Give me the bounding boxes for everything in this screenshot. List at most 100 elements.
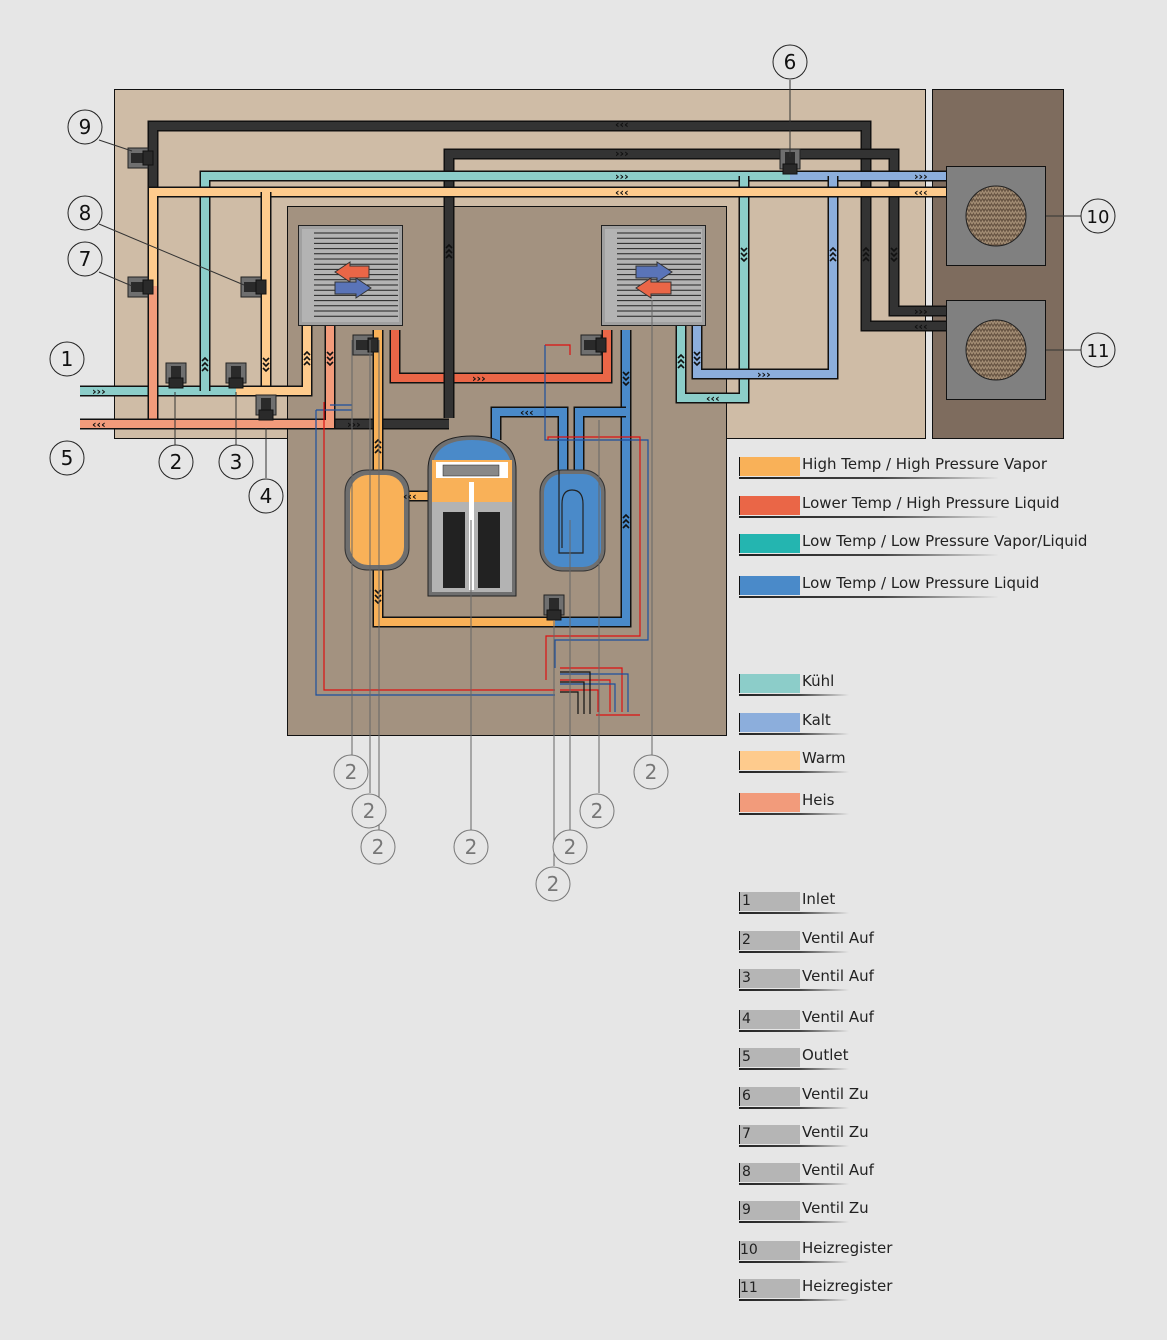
valve-7-icon[interactable] <box>127 276 154 298</box>
valve-3-icon[interactable] <box>225 362 247 389</box>
legend-label: Low Temp / Low Pressure Vapor/Liquid <box>802 532 1088 550</box>
flow-arrow-icon: ››› <box>914 170 928 183</box>
heat-transfer-left-arrow-icon <box>334 261 370 283</box>
legend-item: 11 Heizregister <box>739 1275 1079 1303</box>
valve-bypass-icon[interactable] <box>543 594 565 621</box>
flow-arrow-icon: ‹‹‹ <box>403 490 417 503</box>
flow-arrow-icon <box>445 243 453 259</box>
flow-arrow-icon <box>693 351 701 367</box>
flow-arrow-icon: ››› <box>92 385 106 398</box>
callout-number: 11 <box>1087 341 1110 362</box>
callout-number: 6 <box>784 50 797 74</box>
heat-transfer-left-arrow-icon <box>635 277 672 299</box>
callout-leaders <box>98 80 1082 478</box>
legend-label: Heizregister <box>802 1277 893 1295</box>
flow-arrow-icon <box>262 357 270 373</box>
callout-10: 10 <box>1080 198 1116 234</box>
valve-expansion-right-icon[interactable] <box>580 334 607 356</box>
valve-6-icon[interactable] <box>779 148 801 175</box>
legend-swatch <box>739 496 800 515</box>
flow-arrow-icon: ››› <box>615 147 629 160</box>
legend-swatch <box>739 576 800 595</box>
legend-item: Warm <box>739 747 1079 775</box>
heat-exchanger-condenser <box>298 225 403 326</box>
valve-4-icon[interactable] <box>255 394 277 421</box>
pipe-heis <box>80 286 336 430</box>
flow-arrow-icon: ‹‹‹ <box>615 118 629 131</box>
flow-arrow-icon <box>740 247 748 263</box>
legend-number: 11 <box>740 1280 758 1296</box>
legend-label: Heis <box>802 791 835 809</box>
callout-number: 3 <box>230 450 243 474</box>
callout-5: 5 <box>49 440 85 476</box>
flow-arrow-icon: ‹‹‹ <box>520 406 534 419</box>
valve-8-icon[interactable] <box>240 276 267 298</box>
valve-expansion-left-icon[interactable] <box>352 334 379 356</box>
flow-arrow-icon: ››› <box>757 368 771 381</box>
legend-number: 3 <box>742 970 751 986</box>
callout-8: 8 <box>67 195 103 231</box>
callout-1: 1 <box>49 341 85 377</box>
callout-number: 2 <box>170 450 183 474</box>
flow-arrow-icon <box>374 589 382 605</box>
legend-label: Inlet <box>802 890 836 908</box>
callout-4: 4 <box>248 478 284 514</box>
legend-number: 8 <box>742 1164 751 1180</box>
legend-label: Kühl <box>802 672 835 690</box>
pipe-dark-return <box>147 120 946 332</box>
callout-sensor: 2 <box>552 829 588 865</box>
flow-arrow-icon: ‹‹‹ <box>914 320 928 333</box>
heat-transfer-right-arrow-icon <box>635 261 673 283</box>
legend-label: Ventil Auf <box>802 929 874 947</box>
callout-number: 5 <box>61 446 74 470</box>
heizregister-11 <box>946 300 1046 400</box>
flow-arrow-icon <box>862 246 870 262</box>
flow-arrow-icon <box>326 351 334 367</box>
flow-arrow-icon: ‹‹‹ <box>92 418 106 431</box>
legend-number: 4 <box>742 1011 751 1027</box>
legend-swatch <box>739 713 800 732</box>
callout-number: 4 <box>260 484 273 508</box>
callout-9: 9 <box>67 109 103 145</box>
legend-label: Warm <box>802 749 846 767</box>
callout-sensor: 2 <box>535 866 571 902</box>
legend-number: 7 <box>742 1126 751 1142</box>
callout-sensor: 2 <box>360 829 396 865</box>
flow-arrow-icon <box>890 247 898 263</box>
legend-swatch <box>739 534 800 553</box>
receiver-tank <box>344 469 410 571</box>
callout-number: 7 <box>79 247 92 271</box>
valve-9-icon[interactable] <box>127 147 154 169</box>
legend-item: Heis <box>739 789 1079 817</box>
legend-label: Kalt <box>802 711 831 729</box>
flow-arrow-icon: ‹‹‹ <box>914 186 928 199</box>
legend-number: 9 <box>742 1202 751 1218</box>
callout-number: 2 <box>591 799 604 823</box>
pipe-hp-liquid <box>389 330 613 384</box>
callout-number: 2 <box>564 835 577 859</box>
legend-number: 6 <box>742 1088 751 1104</box>
valve-2-icon[interactable] <box>165 362 187 389</box>
callout-number: 2 <box>645 760 658 784</box>
callout-number: 2 <box>547 872 560 896</box>
callout-2: 2 <box>158 444 194 480</box>
callout-number: 10 <box>1087 207 1110 228</box>
legend-label: Outlet <box>802 1046 849 1064</box>
legend-swatch <box>739 751 800 770</box>
flow-arrow-icon: ››› <box>615 170 629 183</box>
legend-label: Heizregister <box>802 1239 893 1257</box>
legend-item: Kühl <box>739 670 1079 698</box>
callout-3: 3 <box>218 444 254 480</box>
legend-item: Lower Temp / High Pressure Liquid <box>739 492 1079 520</box>
pipe-dark-supply <box>443 148 946 418</box>
